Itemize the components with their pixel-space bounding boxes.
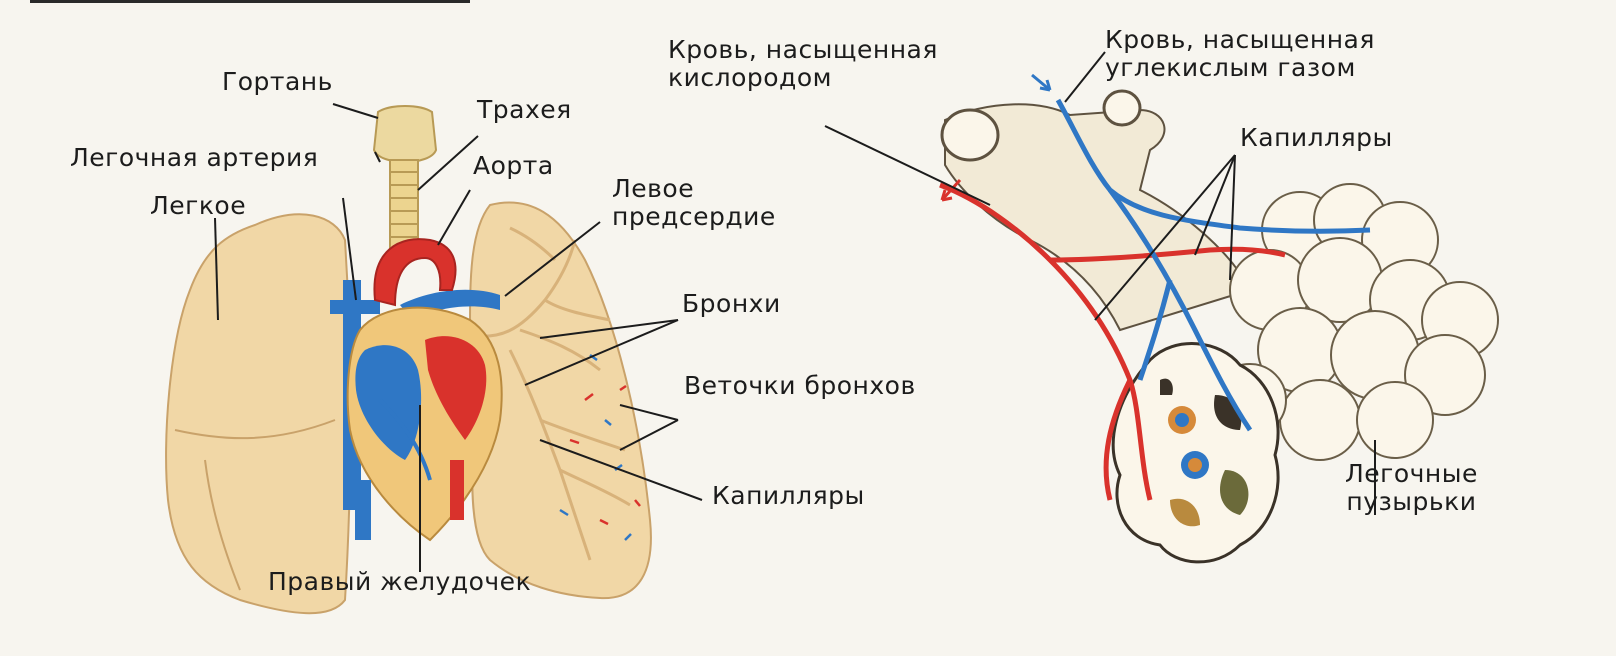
descending-aorta (450, 460, 464, 520)
right-leader-lines (824, 51, 1376, 515)
lung-right-shape (165, 213, 352, 615)
page-top-rule (30, 0, 470, 3)
bronchiole-opening (940, 108, 1000, 162)
label-trachea: Трахея (477, 95, 572, 124)
label-larynx: Гортань (222, 67, 333, 96)
bronchiole-opening-2 (1102, 89, 1142, 127)
label-bronchial-branches: Веточки бронхов (684, 371, 916, 400)
vessels-red (939, 182, 1286, 501)
lung-right-fissure-2 (204, 459, 241, 591)
left-heart-red (425, 336, 487, 440)
vessels-blue (1055, 98, 1371, 432)
label-alveoli: Легочные пузырьки (1345, 459, 1478, 516)
left-organs-group (165, 105, 652, 615)
label-lung: Легкое (150, 191, 247, 220)
bronchial-tree (469, 226, 631, 561)
left-leader-lines (214, 103, 703, 572)
label-capillaries-right: Капилляры (1240, 123, 1393, 152)
label-left-atrium: Левое предсердие (612, 174, 776, 231)
right-alveolus-group (939, 73, 1499, 564)
capillary-dots (559, 353, 641, 541)
lung-right-fissure (174, 419, 336, 440)
label-capillaries-left: Капилляры (712, 481, 865, 510)
flow-arrows (940, 73, 1052, 202)
descending-vein (355, 480, 371, 540)
label-deoxygenated-blood: Кровь, насыщенная углекислым газом (1105, 25, 1375, 82)
trachea-rings (390, 171, 418, 238)
pulmonary-vein-blue-2 (330, 300, 380, 314)
label-bronchi: Бронхи (682, 289, 781, 318)
label-aorta: Аорта (473, 151, 554, 180)
larynx-shape (372, 105, 438, 163)
label-oxygenated-blood: Кровь, насыщенная кислородом (668, 35, 938, 92)
label-right-ventricle: Правый желудочек (268, 567, 532, 596)
aorta-shape (373, 238, 457, 307)
coronary-vessels (378, 398, 432, 481)
label-pulmonary-artery: Легочная артерия (70, 143, 319, 172)
